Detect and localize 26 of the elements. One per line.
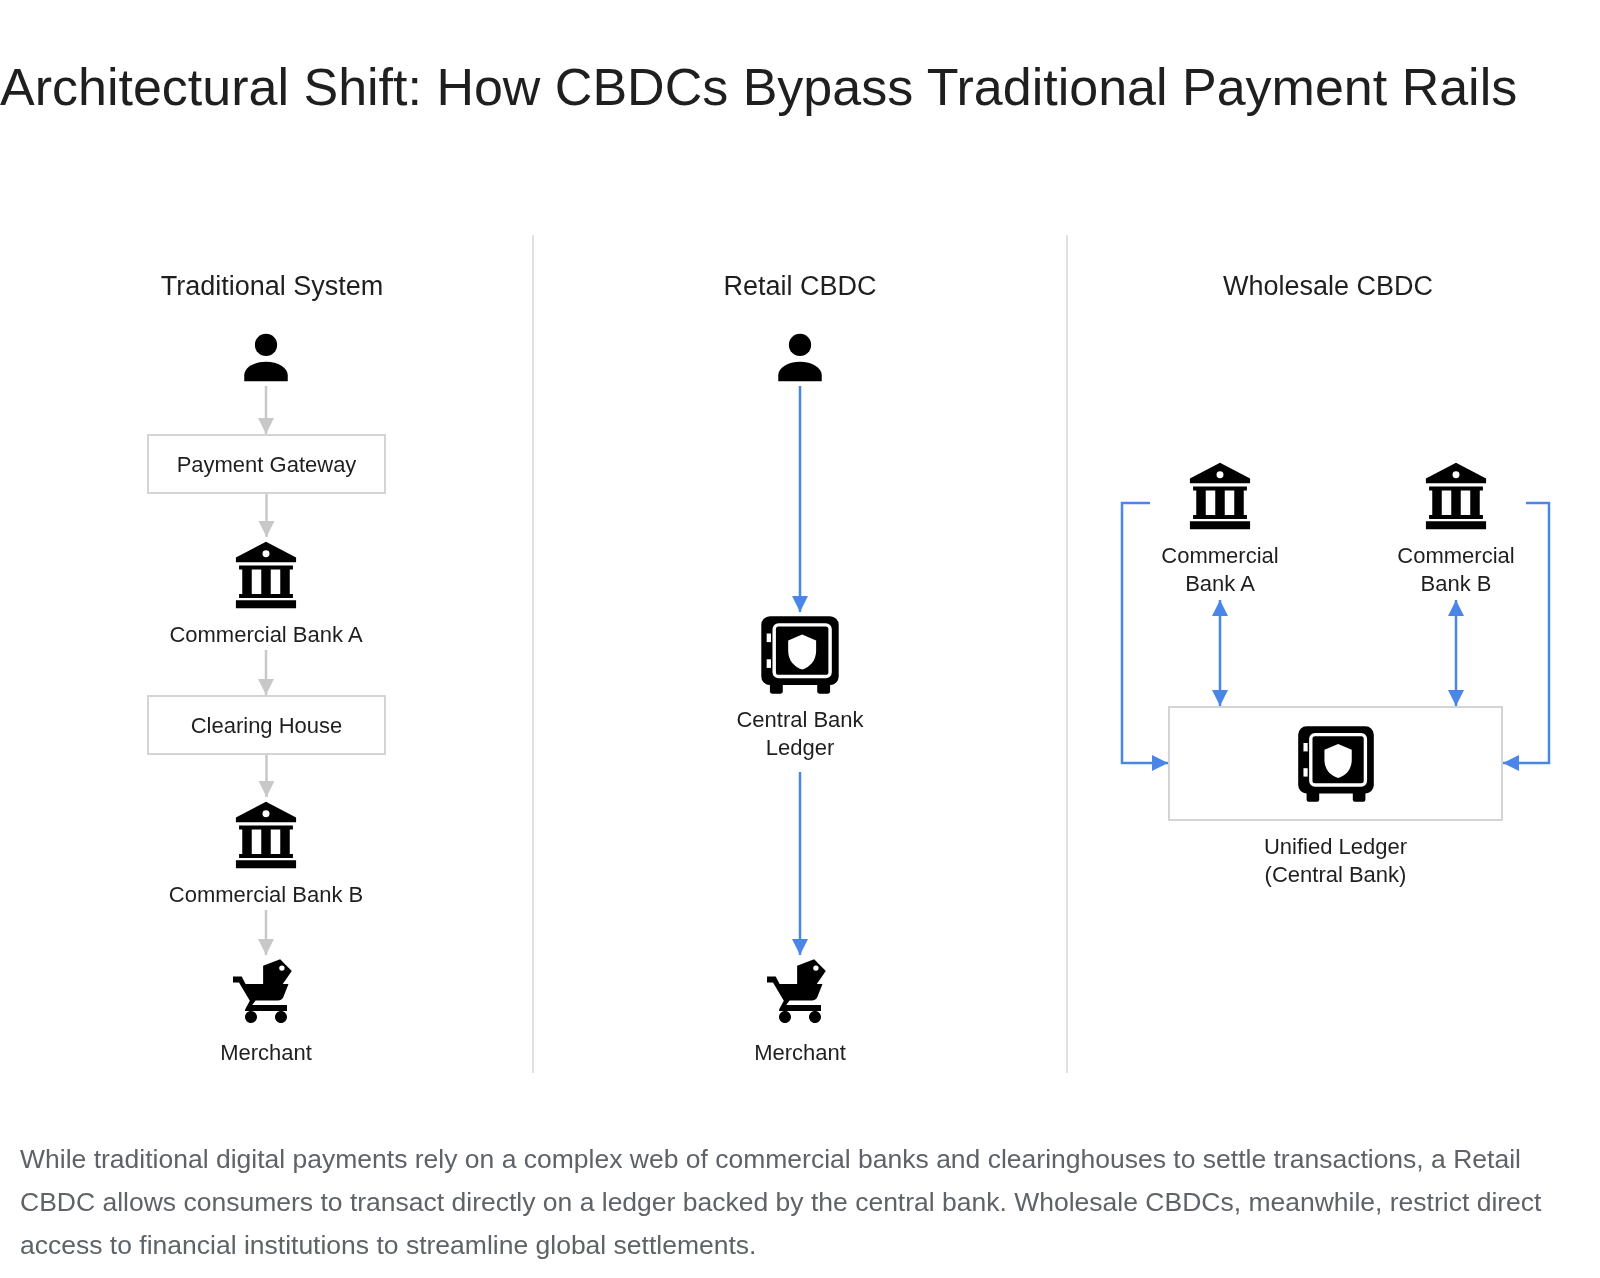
arrow bbox=[258, 910, 274, 955]
node-label: Commercial Bank B bbox=[167, 881, 365, 909]
title: Architectural Shift: How CBDCs Bypass Traditional Payment Rails bbox=[0, 57, 1519, 118]
arrow bbox=[792, 386, 808, 612]
arrow bbox=[792, 772, 808, 955]
arrow bbox=[1448, 600, 1464, 706]
node-label: Commercial Bank A bbox=[168, 621, 364, 649]
node-label: Merchant bbox=[753, 1039, 847, 1067]
arrow bbox=[258, 650, 274, 695]
node-label: Unified Ledger (Central Bank) bbox=[1262, 833, 1409, 889]
node-label: Central Bank Ledger bbox=[735, 706, 865, 762]
arrow bbox=[1212, 600, 1228, 706]
arrow bbox=[258, 494, 275, 537]
node-label: Commercial Bank B bbox=[1396, 542, 1516, 598]
node-label: Merchant bbox=[219, 1039, 313, 1067]
column-heading: Traditional System bbox=[159, 270, 385, 303]
process-box: Payment Gateway bbox=[147, 434, 386, 494]
arrow bbox=[258, 755, 275, 797]
arrow bbox=[1120, 501, 1168, 771]
arrow bbox=[1503, 501, 1551, 771]
column-heading: Wholesale CBDC bbox=[1221, 270, 1435, 303]
process-box: Clearing House bbox=[147, 695, 386, 755]
caption: While traditional digital payments rely on a complex web of commercial banks and clearinghouses to settle transactions, a Retail CBDC allows consumers to transact directly on a ledger backed by the central bank. Wholesale CBDCs, meanwhile, restrict direct access to financial institutions to streamline global settlements. bbox=[20, 1143, 1543, 1262]
node-label: Commercial Bank A bbox=[1160, 542, 1280, 598]
arrow bbox=[258, 386, 274, 434]
column-heading: Retail CBDC bbox=[722, 270, 878, 303]
